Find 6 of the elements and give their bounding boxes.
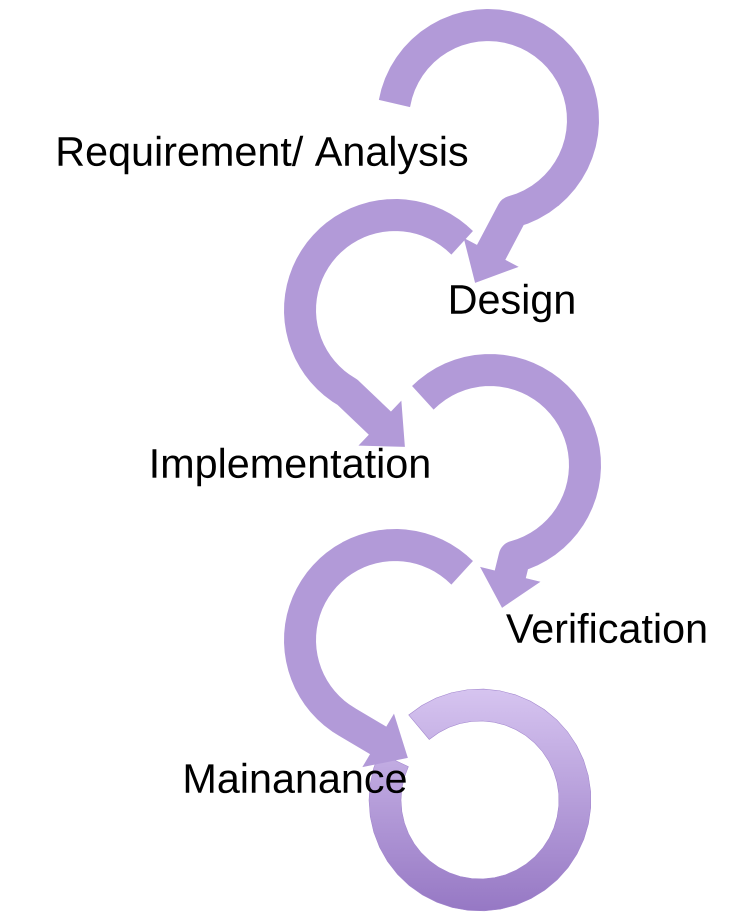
stage-label: Mainanance bbox=[186, 762, 406, 794]
stage-label: Implementation bbox=[152, 448, 429, 486]
stage-label: Verification bbox=[506, 612, 706, 644]
stage-label: Requirement/ Analysis bbox=[58, 136, 468, 174]
circular-arrow bbox=[284, 199, 473, 447]
stage-label: Design bbox=[451, 284, 574, 322]
